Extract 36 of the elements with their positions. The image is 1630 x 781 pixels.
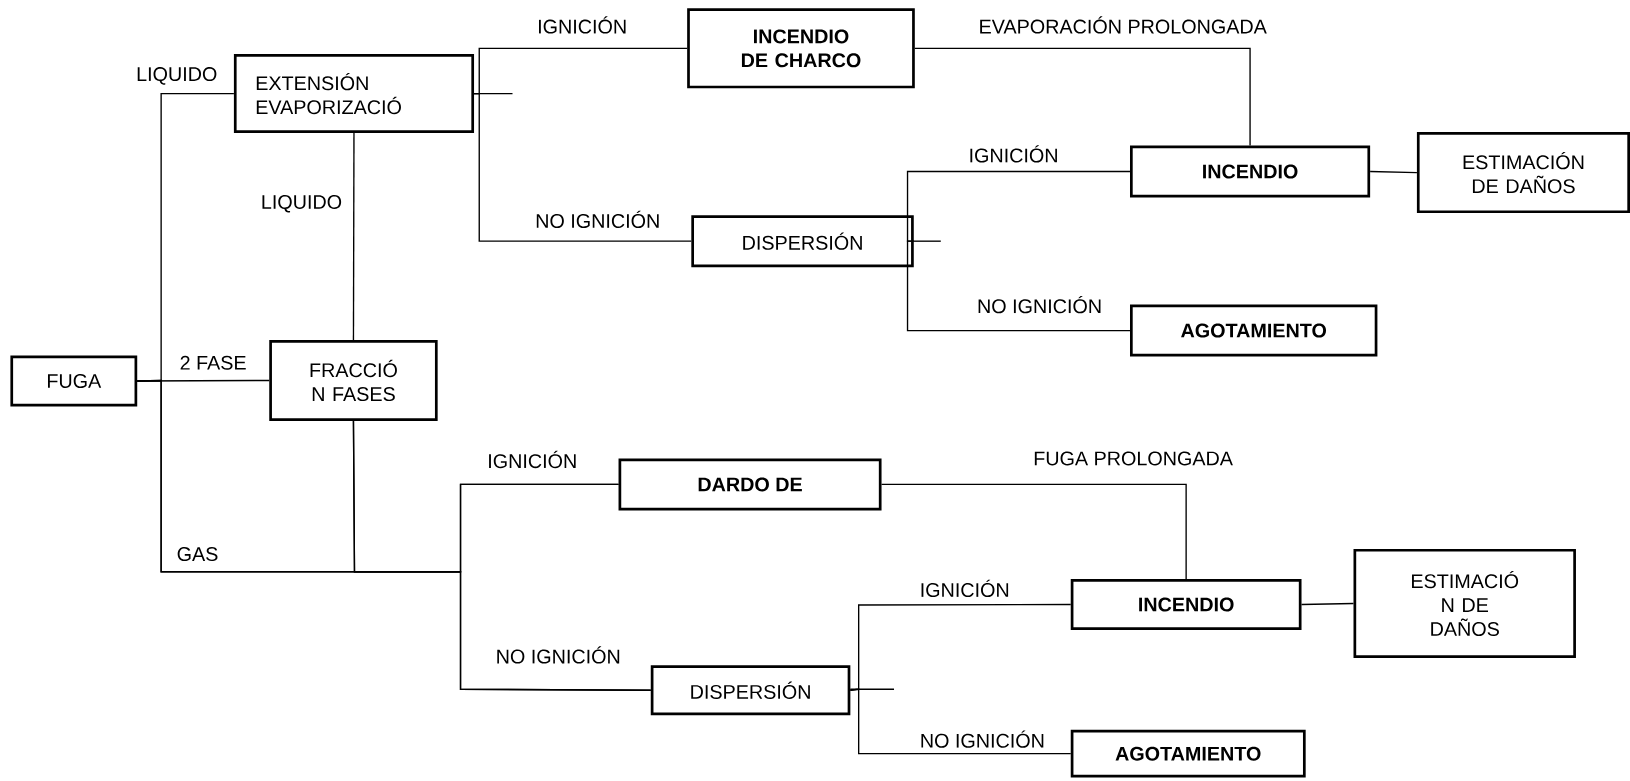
edge-label: NO IGNICIÓN bbox=[918, 729, 1046, 749]
edge-label: IGNICIÓN bbox=[536, 15, 629, 35]
connector-line bbox=[849, 688, 1072, 755]
edge-label: NO IGNICIÓN bbox=[534, 209, 662, 230]
process-box: INCENDIO DE CHARCO bbox=[687, 8, 915, 89]
process-box: EXTENSIÓN EVAPORIZACIÓ bbox=[233, 54, 475, 134]
process-box: ESTIMACIÓ N DE DAÑOS bbox=[1353, 549, 1576, 659]
process-box: INCENDIO bbox=[1070, 579, 1302, 631]
edge-label: IGNICIÓN bbox=[967, 144, 1060, 164]
edge-label: LIQUIDO bbox=[135, 66, 219, 86]
process-box: AGOTAMIENTO bbox=[1130, 304, 1378, 357]
connector-line bbox=[1300, 602, 1355, 606]
connector-line bbox=[914, 47, 1251, 147]
edge-label: IGNICIÓN bbox=[918, 578, 1011, 599]
connector-line bbox=[906, 240, 1131, 332]
process-box: DARDO DE bbox=[618, 458, 882, 511]
edge-label: FUGA PROLONGADA bbox=[1032, 450, 1234, 467]
edge-label: IGNICIÓN bbox=[486, 449, 579, 470]
connector-line bbox=[906, 171, 1131, 242]
edge-label: LIQUIDO bbox=[259, 194, 344, 214]
edge-label: GAS bbox=[175, 546, 220, 563]
edge-label: NO IGNICIÓN bbox=[975, 295, 1104, 315]
connector-line bbox=[352, 420, 652, 692]
connector-line bbox=[1369, 171, 1418, 174]
process-box: DISPERSIÓN bbox=[650, 665, 851, 716]
process-box: AGOTAMIENTO bbox=[1070, 729, 1306, 778]
edge-label: EVAPORACIÓN PROLONGADA bbox=[977, 15, 1268, 35]
process-box: ESTIMACIÓN DE DAÑOS bbox=[1416, 132, 1630, 214]
connector-line bbox=[352, 132, 355, 341]
process-box: DISPERSIÓN bbox=[691, 215, 914, 268]
process-box: FRACCIÓ N FASES bbox=[269, 340, 438, 422]
edge-label: 2 FASE bbox=[178, 354, 248, 371]
process-box: INCENDIO bbox=[1130, 145, 1371, 198]
connector-line bbox=[880, 483, 1187, 580]
edge-label: NO IGNICIÓN bbox=[494, 645, 622, 665]
process-box: FUGA bbox=[10, 355, 138, 407]
